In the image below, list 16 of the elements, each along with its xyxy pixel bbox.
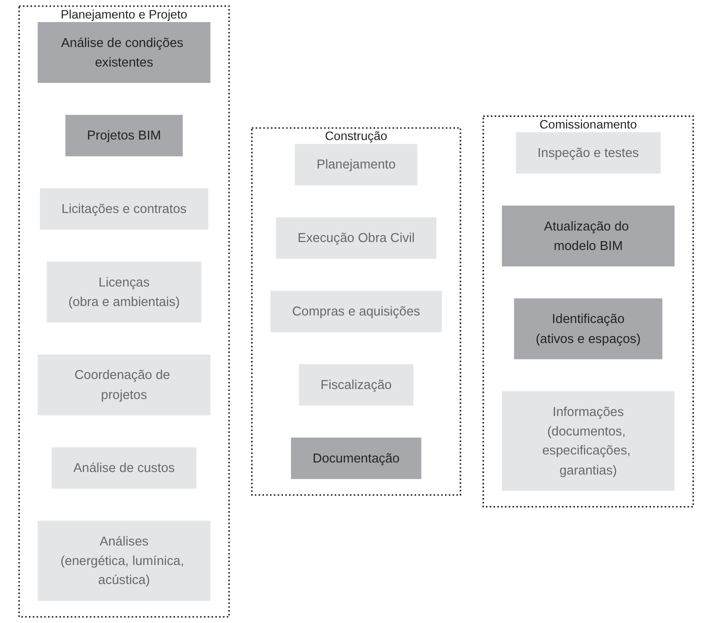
node-box: Informações (documentos, especificações, garantias) [502, 391, 675, 491]
node-box: Análise de condições existentes [38, 22, 211, 83]
node-box: Licenças (obra e ambientais) [47, 262, 202, 323]
node-box: Fiscalização [299, 364, 414, 406]
node-box: Documentação [291, 438, 422, 480]
node-box: Planejamento [295, 144, 418, 186]
node-box: Análises (energética, lumínica, acústica) [38, 520, 211, 601]
node-box: Compras e aquisições [270, 290, 442, 332]
node-box: Licitações e contratos [40, 188, 209, 230]
node-box: Inspeção e testes [516, 132, 661, 174]
node-box: Análise de custos [52, 447, 197, 489]
node-box: Identificação (ativos e espaços) [514, 298, 663, 360]
node-box: Projetos BIM [66, 114, 184, 156]
node-box: Atualização do modelo BIM [502, 206, 675, 266]
node-box: Coordenação de projetos [38, 354, 211, 416]
node-box: Execução Obra Civil [276, 217, 437, 259]
